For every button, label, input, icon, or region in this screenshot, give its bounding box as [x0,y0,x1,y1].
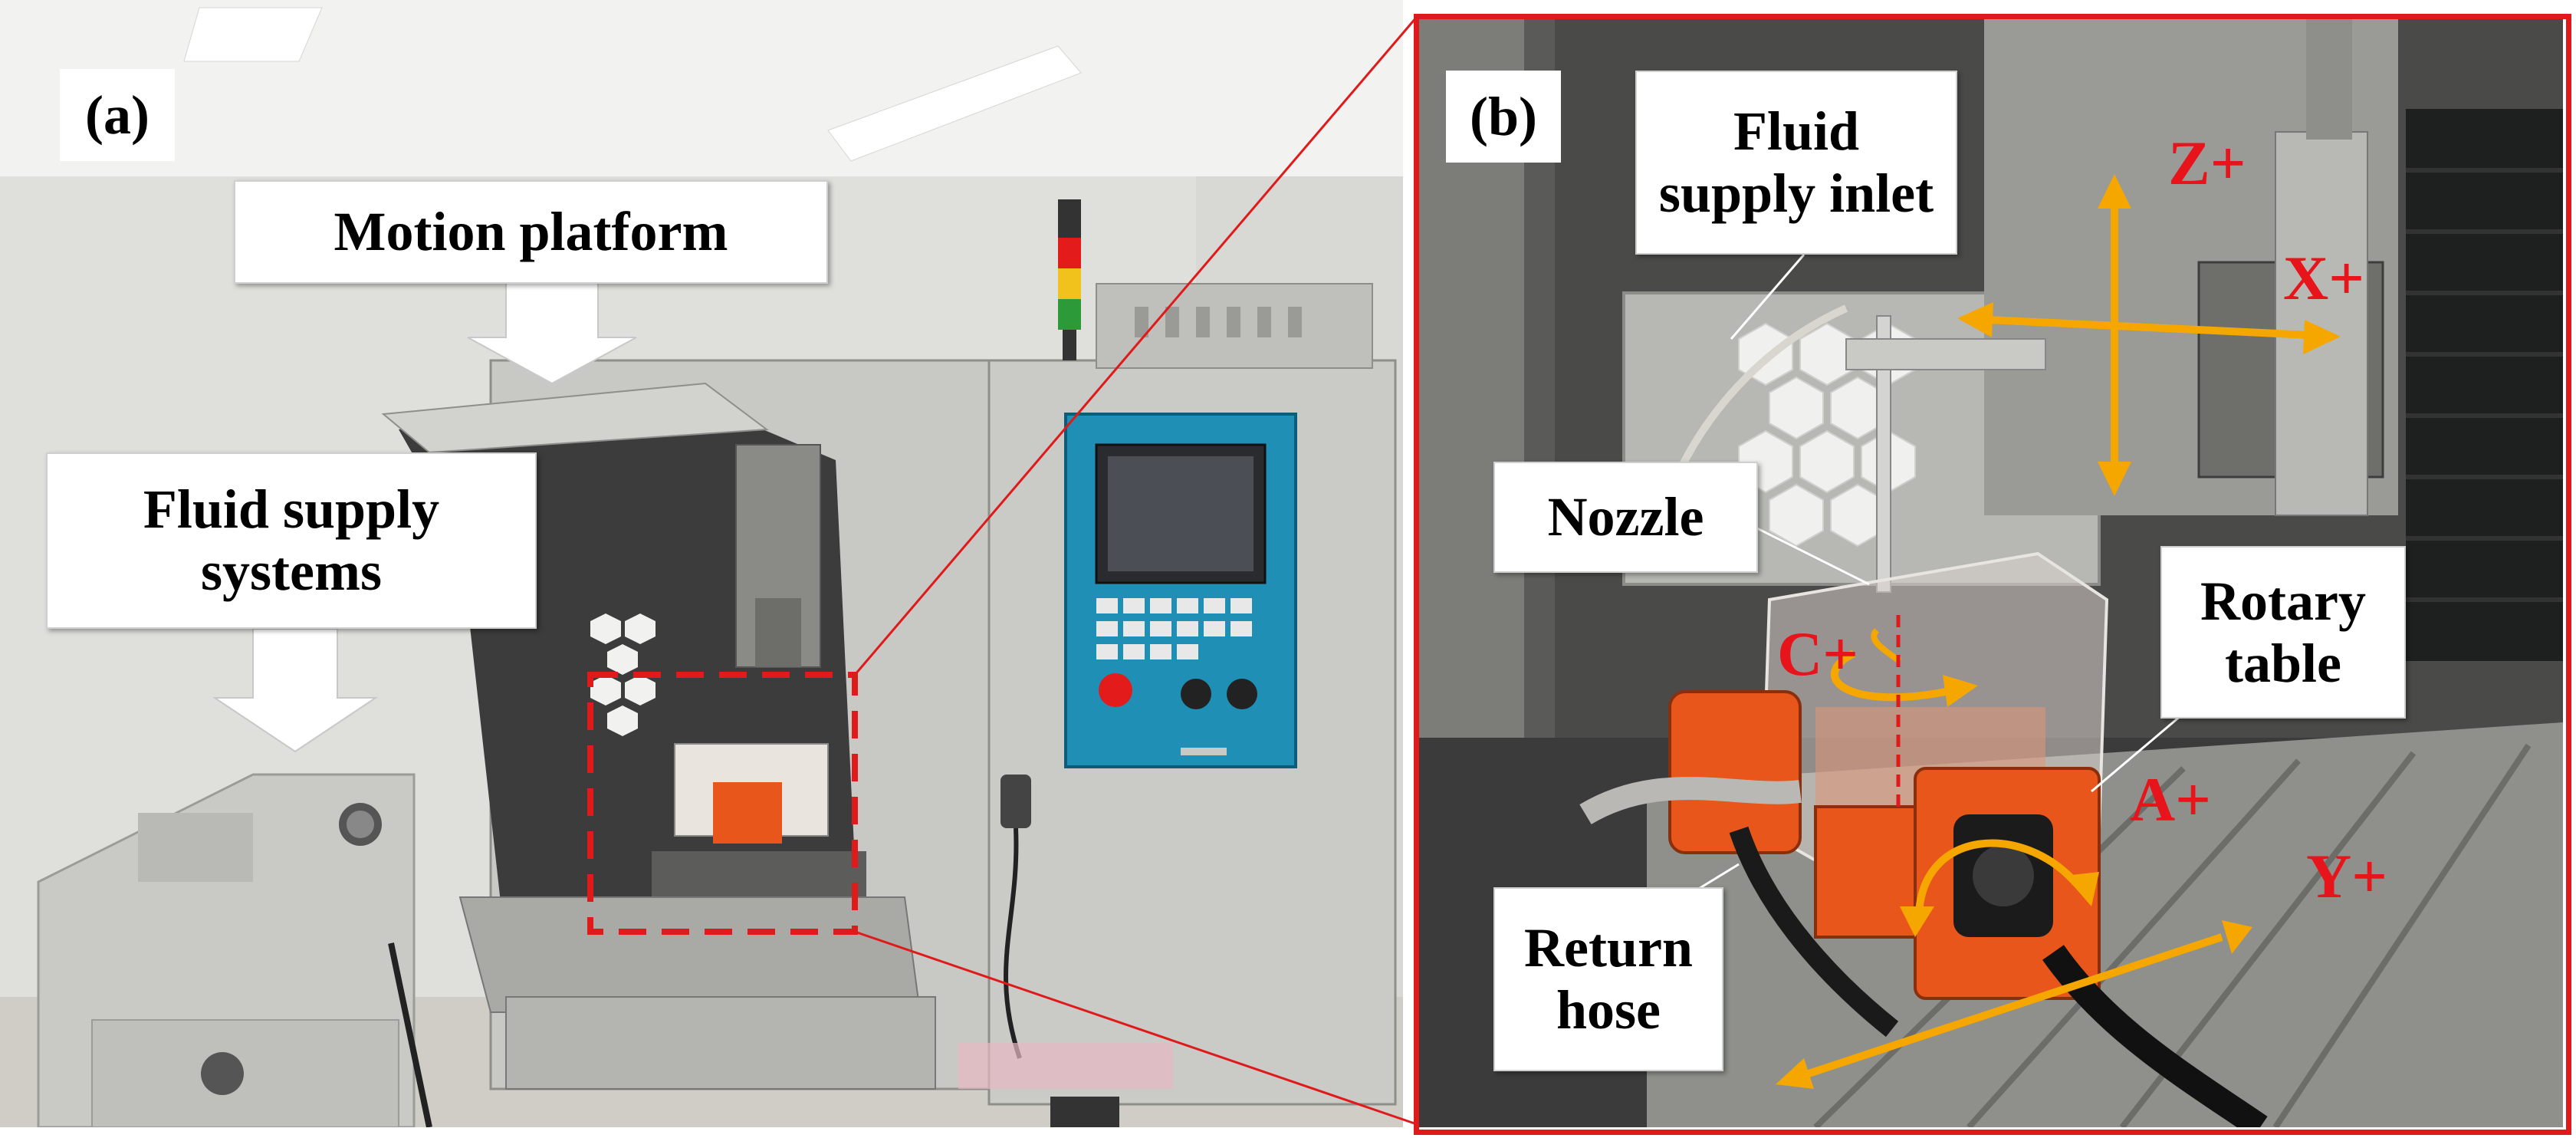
a-axis-label: A+ [2130,765,2211,834]
rotary-table-label: Rotary table [2160,546,2406,719]
y-axis-label: Y+ [2306,841,2387,911]
panel-a-tag: (a) [60,69,175,161]
motion-platform-label: Motion platform [234,180,828,284]
return-hose-label: Return hose [1493,887,1723,1071]
x-axis-label: X+ [2283,243,2364,313]
panel-a-photo: (a) Motion platform Fluid supply systems [0,0,1403,1127]
fluid-supply-inlet-label: Fluid supply inlet [1635,71,1957,255]
panel-b-tag: (b) [1446,71,1561,163]
fluid-supply-systems-label: Fluid supply systems [46,452,537,629]
c-axis-label: C+ [1777,619,1858,689]
panel-b-photo: (b) Fluid supply inlet Nozzle Rotary tab… [1417,17,2563,1127]
nozzle-label: Nozzle [1493,462,1758,573]
z-axis-label: Z+ [2168,128,2246,198]
